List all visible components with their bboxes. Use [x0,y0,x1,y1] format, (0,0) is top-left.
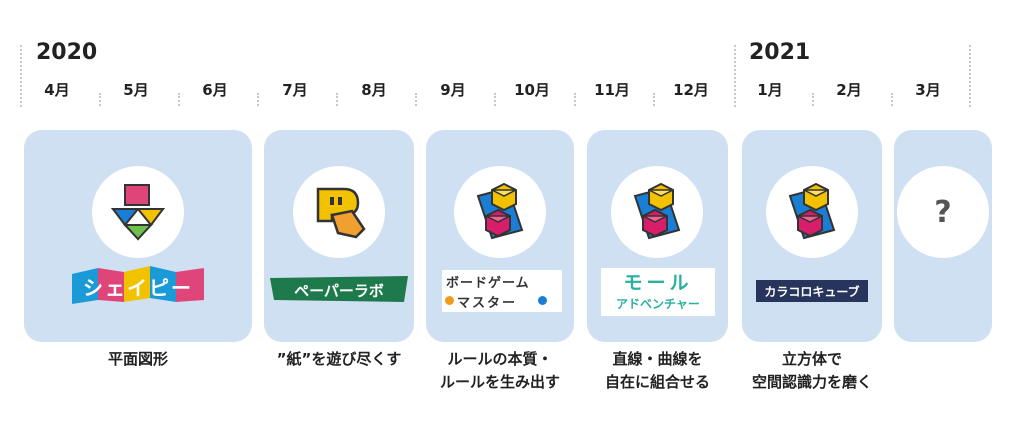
course-desc: 平面図形 [24,348,252,371]
month-label: 4月 [44,81,70,99]
course-desc-line: ルールの本質・ [447,350,553,368]
course-card-boardgame-master[interactable]: ボードゲーム マスター [426,130,574,342]
month-label: 6月 [202,81,228,99]
cubes-icon [788,182,836,240]
month-label: 12月 [673,81,709,99]
course-desc: ”紙”を遊び尽くす [264,348,414,371]
course-icon-circle: ? [897,166,989,258]
karakoro-cube-logo: カラコロキューブ [756,280,868,302]
course-desc: 立方体で 空間認識力を磨く [728,348,896,394]
course-icon-circle [611,166,703,258]
course-desc-line: 空間認識力を磨く [751,373,872,391]
month-label: 8月 [361,81,387,99]
month-label: 9月 [440,81,466,99]
course-card-karakoro-cube[interactable]: カラコロキューブ [742,130,882,342]
paperlab-logo: ペーパーラボ [270,276,408,302]
mall-adventure-logo: モール アドベンチャー [601,268,715,316]
month-label: 11月 [594,81,630,99]
month-tick [891,93,893,106]
boardgame-master-logo-line1: ボードゲーム [446,276,530,291]
mall-adventure-logo-line2: アドベンチャー [616,297,700,311]
course-desc-line: 自在に組合せる [604,373,710,391]
mall-adventure-logo-line1: モール [623,272,693,294]
course-card-mall-adventure[interactable]: モール アドベンチャー [587,130,728,342]
month-label: 2月 [836,81,862,99]
course-desc-line: 平面図形 [107,350,168,368]
timeline-divider [969,45,971,107]
shapey-logo: シェイピー [72,264,204,306]
boardgame-master-logo: ボードゲーム マスター [442,270,562,312]
course-desc-line: ルールを生み出す [439,373,560,391]
month-tick [812,93,814,106]
course-card-paperlab[interactable]: ペーパーラボ [264,130,414,342]
timeline-divider [734,45,736,107]
shape-triangle-icon [110,184,166,241]
boardgame-master-logo-line2: マスター [457,296,518,311]
course-icon-circle [454,166,546,258]
paper-p-icon [316,187,366,239]
paperlab-logo-text: ペーパーラボ [294,282,384,300]
course-desc-line: 直線・曲線を [612,350,703,368]
month-label: 3月 [915,81,941,99]
month-tick [178,93,180,106]
course-icon-circle [293,166,385,258]
month-tick [653,93,655,106]
karakoro-cube-logo-text: カラコロキューブ [764,285,860,299]
month-label: 7月 [282,81,308,99]
month-tick [336,93,338,106]
month-label: 10月 [514,81,550,99]
year-2021: 2021 [749,40,811,65]
course-desc: 直線・曲線を 自在に組合せる [587,348,728,394]
course-desc: ルールの本質・ ルールを生み出す [426,348,574,394]
timeline-divider [20,45,22,107]
month-label: 1月 [757,81,783,99]
course-desc-line: 立方体で [781,350,842,368]
course-card-upcoming[interactable]: ? [894,130,992,342]
month-tick [257,93,259,106]
month-label: 5月 [123,81,149,99]
month-tick [415,93,417,106]
cubes-icon [476,182,524,240]
shapey-logo-text: シェイピー [83,276,193,300]
month-tick [574,93,576,106]
course-icon-circle [92,166,184,258]
course-card-shapey[interactable]: シェイピー [24,130,252,342]
month-tick [99,93,101,106]
cubes-icon [633,182,681,240]
dot-blue-icon [538,296,547,305]
month-tick [494,93,496,106]
year-2020: 2020 [36,40,98,65]
question-icon: ? [934,194,952,230]
course-desc-line: ”紙”を遊び尽くす [276,350,402,368]
dot-orange-icon [445,296,454,305]
course-icon-circle [766,166,858,258]
